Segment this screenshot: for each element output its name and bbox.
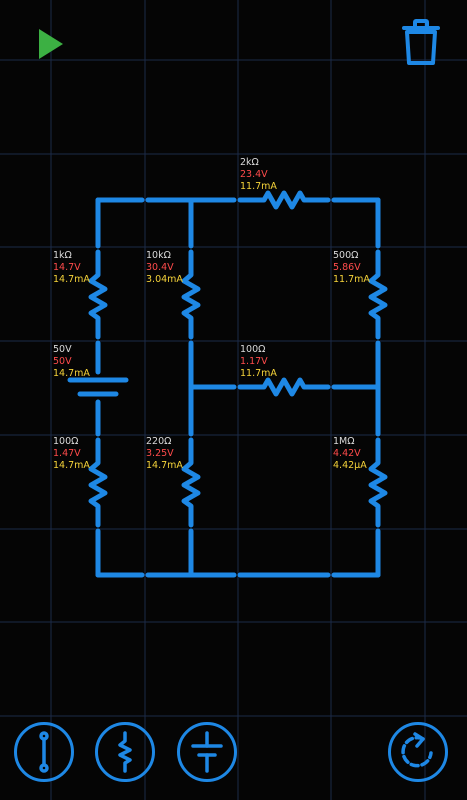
voltage-text: 14.7V <box>53 262 81 273</box>
wire-tool-button[interactable] <box>14 722 74 782</box>
current-text: 11.7mA <box>333 274 370 285</box>
value-text: 10kΩ <box>146 250 171 261</box>
current-text: 14.7mA <box>146 460 183 471</box>
label-r-500: 500Ω 5.86V 11.7mA <box>333 250 370 285</box>
trash-icon <box>402 19 440 65</box>
voltage-text: 4.42V <box>333 448 361 459</box>
voltage-text: 1.17V <box>240 356 268 367</box>
current-text: 14.7mA <box>53 368 90 379</box>
current-text: 11.7mA <box>240 181 277 192</box>
wire-icon <box>39 731 49 773</box>
current-text: 4.42μA <box>333 460 367 471</box>
label-battery: 50V 50V 14.7mA <box>53 344 90 379</box>
voltage-text: 30.4V <box>146 262 174 273</box>
resistor-500[interactable] <box>368 249 388 340</box>
resistor-icon <box>118 731 132 773</box>
label-r-100-left: 100Ω 1.47V 14.7mA <box>53 436 90 471</box>
circuit-wires[interactable] <box>95 197 381 578</box>
play-icon <box>39 29 63 59</box>
voltage-text: 1.47V <box>53 448 81 459</box>
label-r-220: 220Ω 3.25V 14.7mA <box>146 436 183 471</box>
resistor-1m[interactable] <box>368 437 388 528</box>
value-text: 100Ω <box>53 436 78 447</box>
resistor-2k[interactable] <box>237 190 331 210</box>
value-text: 1MΩ <box>333 436 355 447</box>
resistor-10k[interactable] <box>181 249 201 340</box>
reset-button[interactable] <box>388 722 448 782</box>
value-text: 1kΩ <box>53 250 72 261</box>
label-r-1m: 1MΩ 4.42V 4.42μA <box>333 436 367 471</box>
voltage-text: 50V <box>53 356 72 367</box>
battery-50v[interactable] <box>67 377 129 397</box>
voltage-text: 3.25V <box>146 448 174 459</box>
resistor-220[interactable] <box>181 437 201 528</box>
current-text: 14.7mA <box>53 274 90 285</box>
label-r-top: 2kΩ 23.4V 11.7mA <box>240 157 277 192</box>
label-r-10k: 10kΩ 30.4V 3.04mA <box>146 250 183 285</box>
resistor-100-left[interactable] <box>88 437 108 528</box>
play-button[interactable] <box>32 26 68 62</box>
value-text: 220Ω <box>146 436 171 447</box>
value-text: 2kΩ <box>240 157 259 168</box>
voltage-text: 5.86V <box>333 262 361 273</box>
current-text: 11.7mA <box>240 368 277 379</box>
resistor-100-middle[interactable] <box>237 377 331 397</box>
label-r-1k: 1kΩ 14.7V 14.7mA <box>53 250 90 285</box>
current-text: 14.7mA <box>53 460 90 471</box>
value-text: 100Ω <box>240 344 265 355</box>
trash-button[interactable] <box>396 18 446 68</box>
voltage-text: 23.4V <box>240 169 268 180</box>
label-r-mid: 100Ω 1.17V 11.7mA <box>240 344 277 379</box>
current-text: 3.04mA <box>146 274 183 285</box>
resistor-1k[interactable] <box>88 249 108 340</box>
battery-tool-button[interactable] <box>177 722 237 782</box>
value-text: 50V <box>53 344 72 355</box>
reset-icon <box>401 732 433 768</box>
resistor-tool-button[interactable] <box>95 722 155 782</box>
battery-icon <box>191 731 223 773</box>
value-text: 500Ω <box>333 250 358 261</box>
